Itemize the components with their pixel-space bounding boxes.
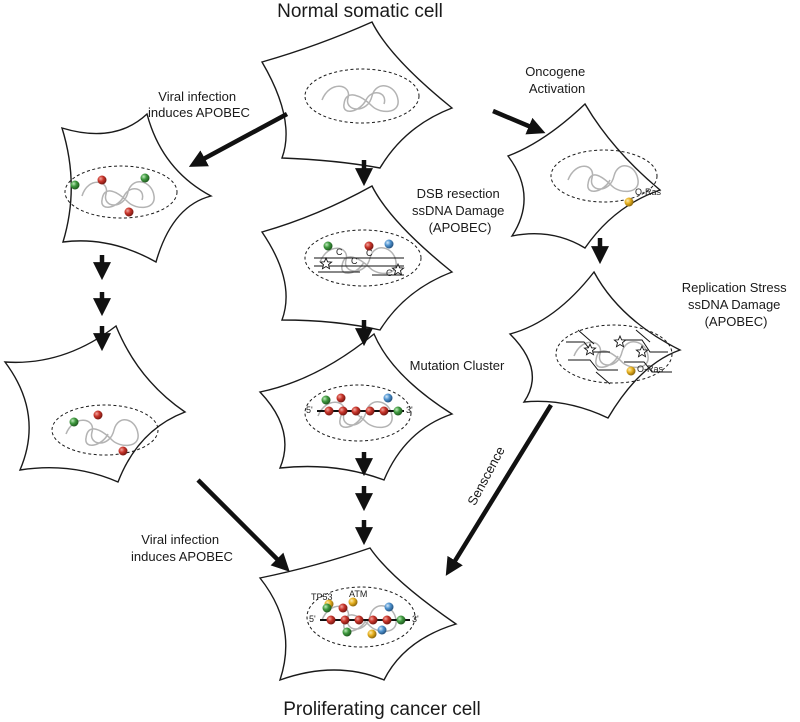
apobec-dot-green (322, 603, 332, 613)
arrow-senescence-to-cancer (445, 403, 553, 576)
damage-star-icon (583, 342, 597, 356)
cytosine-label: C (336, 247, 343, 257)
apobec-dot-red (364, 241, 374, 251)
arrow-viral-to-cancer (196, 478, 290, 572)
apobec-dot-red (97, 175, 107, 185)
cell-cancer: 5' 3' TP53 ATM (258, 547, 458, 682)
mutation-dot-red (382, 615, 392, 625)
mutation-dot-red (351, 406, 361, 416)
apobec-dot-red (338, 603, 348, 613)
cytosine-label: C (366, 248, 373, 258)
apobec-dot-green (69, 417, 79, 427)
apobec-dot-red (118, 446, 128, 456)
atm-label: ATM (349, 589, 367, 599)
cell-mutation-cluster: 5' 3' (258, 332, 454, 481)
arrow-normal-to-viral (188, 112, 289, 167)
oras-label: O-Ras (635, 187, 662, 197)
mutation-dot-red (365, 406, 375, 416)
arrows (93, 108, 609, 576)
label-senescence: Senscence (464, 444, 507, 508)
mutation-dot-green (396, 615, 406, 625)
oras-dot-yellow (624, 197, 634, 207)
mutation-dot-red (340, 615, 350, 625)
three-prime-label: 3' (406, 405, 413, 415)
damage-star-icon (613, 334, 627, 348)
cell-dsb-resection: C C C C (260, 185, 454, 331)
mutation-dot-red (379, 406, 389, 416)
mutation-dot-red (326, 615, 336, 625)
cell-oncogene: O-Ras (506, 102, 662, 249)
five-prime-label: 5' (309, 614, 316, 624)
nucleus-normal (304, 68, 420, 124)
title-normal-somatic-cell: Normal somatic cell (277, 1, 443, 22)
mutation-dot-red (354, 615, 364, 625)
label-dsb-resection: DSB resection ssDNA Damage (APOBEC) (412, 186, 508, 235)
apobec-dot-green (321, 395, 331, 405)
atm-dot-yellow (348, 597, 358, 607)
cell-viral-late (3, 324, 187, 483)
damage-star-icon (319, 256, 333, 270)
mutation-dot-red (368, 615, 378, 625)
mutation-dot-red (324, 406, 334, 416)
cell-normal (260, 21, 454, 169)
arrow-normal-to-oncogene (492, 108, 546, 135)
apobec-dot-green (342, 627, 352, 637)
label-replication-stress: Replication Stress ssDNA Damage (APOBEC) (682, 280, 790, 329)
cell-viral-infected (60, 112, 213, 264)
chromatin (321, 85, 399, 113)
label-viral-infection-bottom: Viral infection induces APOBEC (131, 532, 233, 564)
apobec-dot-yellow (367, 629, 377, 639)
apobec-dot-red (93, 410, 103, 420)
label-viral-infection-top: Viral infection induces APOBEC (148, 89, 250, 120)
apobec-dot-blue (384, 602, 394, 612)
apobec-dot-green (70, 180, 80, 190)
apobec-dot-red (336, 393, 346, 403)
damage-star-icon (391, 262, 405, 276)
apobec-dot-green (323, 241, 333, 251)
apobec-dot-red (124, 207, 134, 217)
cytosine-label: C (386, 268, 393, 278)
cytosine-label: C (351, 256, 358, 266)
three-prime-label: 3' (412, 614, 419, 624)
apobec-dot-blue (384, 239, 394, 249)
apobec-dot-blue (383, 393, 393, 403)
tp53-label: TP53 (311, 592, 333, 602)
five-prime-label: 5' (306, 405, 313, 415)
label-mutation-cluster: Mutation Cluster (410, 358, 505, 373)
title-proliferating-cancer-cell: Proliferating cancer cell (283, 699, 480, 720)
oras-label: O-Ras (637, 364, 664, 374)
mutation-dot-green (393, 406, 403, 416)
apobec-dot-blue (377, 625, 387, 635)
damage-star-icon (635, 344, 649, 358)
cell-replication-stress: O-Ras (508, 270, 682, 419)
oras-dot-yellow (626, 366, 636, 376)
mutation-dot-red (338, 406, 348, 416)
apobec-dot-green (140, 173, 150, 183)
label-oncogene-activation: Oncogene Activation (525, 64, 589, 96)
